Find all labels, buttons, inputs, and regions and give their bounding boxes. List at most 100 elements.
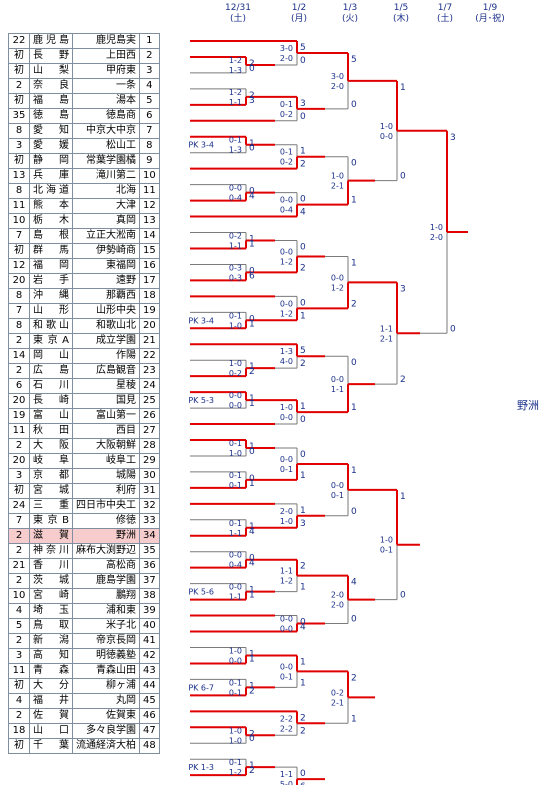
half-score-top: 0-3	[229, 263, 242, 272]
score-top: 3	[300, 99, 306, 109]
half-score-top: 1-0	[380, 536, 393, 545]
half-score-top: 1-3	[280, 347, 293, 356]
half-score-bottom: 0-1	[280, 672, 293, 681]
score-bottom: 6	[249, 271, 255, 281]
round-date: 12/31	[225, 3, 251, 13]
score-top: 0	[249, 266, 255, 276]
score-bottom: 1	[249, 479, 255, 489]
score-top: 0	[249, 554, 255, 564]
score-bottom: 0	[400, 172, 406, 182]
half-score-bottom: 1-0	[229, 321, 242, 330]
score-bottom: 3	[300, 519, 306, 529]
score-top: 2	[249, 59, 255, 69]
half-score-top: 0-1	[229, 471, 242, 480]
score-bottom: 2	[249, 367, 255, 377]
half-score-bottom: 0-0	[229, 401, 242, 410]
score-bottom: 4	[249, 527, 255, 537]
draw-number: 48	[139, 738, 160, 754]
half-score-top: 0-0	[229, 391, 242, 400]
round-day: (土)	[229, 14, 247, 24]
score-top: 1	[400, 492, 406, 502]
score-bottom: 0	[450, 324, 456, 334]
half-score-bottom: 5-0	[280, 780, 293, 785]
half-score-top: 1-0	[430, 223, 443, 232]
half-score-top: 0-1	[229, 678, 242, 687]
half-score-bottom: 2-0	[331, 601, 344, 610]
draw-number: 41	[139, 633, 160, 649]
score-top: 1	[249, 586, 255, 596]
score-top: 0	[300, 450, 306, 460]
half-score-bottom: 1-0	[280, 517, 293, 526]
score-top: 1	[249, 522, 255, 532]
score-bottom: 2	[400, 375, 406, 385]
score-bottom: 3	[249, 96, 255, 106]
half-score-top: 0-1	[229, 311, 242, 320]
score-top: 1	[351, 466, 357, 476]
half-score-top: 0-0	[280, 662, 293, 671]
half-score-top: 0-0	[280, 299, 293, 308]
score-top: 3	[450, 133, 456, 143]
half-score-top: 1-1	[280, 770, 293, 779]
score-top: 3	[400, 284, 406, 294]
score-bottom: 2	[300, 359, 306, 369]
score-top: 1	[249, 442, 255, 452]
round-date: 1/7	[437, 3, 453, 13]
half-score-top: 0-1	[280, 100, 293, 109]
score-bottom: 2	[300, 726, 306, 736]
half-score-top: 1-0	[380, 122, 393, 131]
pk-score: PK 1-3	[188, 763, 214, 772]
half-score-bottom: 2-1	[331, 698, 344, 707]
score-top: 0	[249, 314, 255, 324]
score-bottom: 6	[300, 782, 306, 785]
half-score-top: 0-2	[229, 232, 242, 241]
half-score-bottom: 2-0	[280, 54, 293, 63]
draw-number: 6	[139, 108, 160, 124]
score-top: 1	[249, 235, 255, 245]
round-date: 1/9	[482, 3, 498, 13]
score-top: 0	[351, 159, 357, 169]
half-score-top: 3-0	[331, 72, 344, 81]
half-score-bottom: 4-0	[280, 357, 293, 366]
half-score-bottom: 2-1	[380, 334, 393, 343]
round-day: (月)	[290, 14, 308, 24]
score-top: 1	[249, 761, 255, 771]
half-score-top: 0-2	[331, 688, 344, 697]
half-score-top: 1-2	[229, 88, 242, 97]
score-top: 1	[249, 394, 255, 404]
half-score-top: 1-0	[331, 172, 344, 181]
round-day: (木)	[392, 14, 410, 24]
round-header-6: 1/9(月･祝)	[470, 3, 510, 25]
score-top: 0	[249, 474, 255, 484]
score-bottom: 1	[351, 403, 357, 413]
half-score-top: 0-0	[280, 247, 293, 256]
half-score-top: 0-0	[229, 583, 242, 592]
half-score-bottom: 1-1	[229, 529, 242, 538]
half-score-top: 0-0	[331, 273, 344, 282]
half-score-bottom: 0-3	[229, 273, 242, 282]
half-score-top: 1-0	[229, 646, 242, 655]
round-header-5: 1/7(土)	[425, 3, 465, 25]
half-score-top: 2-0	[331, 591, 344, 600]
score-bottom: 1	[351, 714, 357, 724]
round-date: 1/3	[342, 3, 358, 13]
pk-score: PK 5-6	[188, 588, 214, 597]
score-bottom: 4	[300, 208, 306, 218]
half-score-bottom: 1-0	[229, 736, 242, 745]
score-bottom: 0	[351, 615, 357, 625]
